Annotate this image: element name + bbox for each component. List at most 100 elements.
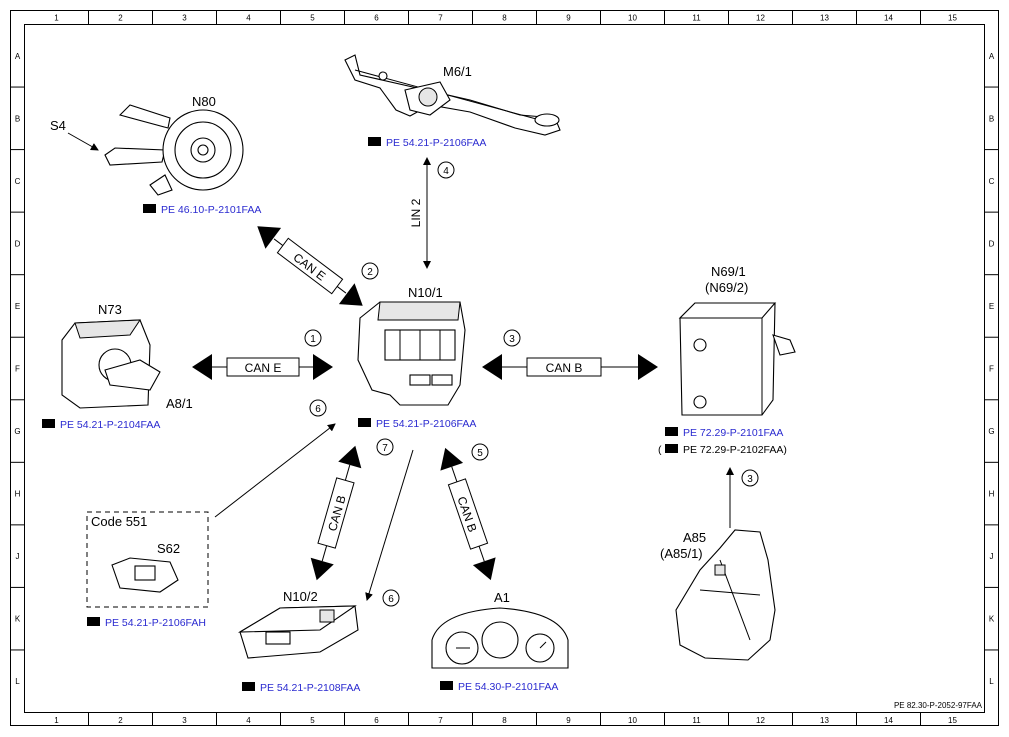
grid-row-label: E bbox=[989, 302, 994, 311]
a85-module[interactable]: A85 (A85/1) bbox=[660, 529, 776, 661]
grid-column-label: 6 bbox=[374, 14, 379, 23]
reference-hand-icon bbox=[665, 427, 678, 436]
grid-column-label: 14 bbox=[884, 14, 893, 23]
connection-6: 6 bbox=[214, 399, 336, 518]
grid-row-label: L bbox=[989, 677, 994, 686]
grid-column-label: 12 bbox=[756, 14, 765, 23]
n73-ref-link[interactable]: PE 54.21-P-2104FAA bbox=[42, 419, 160, 431]
grid-column-label: 5 bbox=[310, 716, 315, 725]
connection-1-can-e: CAN E 1 bbox=[192, 329, 333, 380]
n80-label: N80 bbox=[192, 94, 216, 109]
n69-2-ref-link[interactable]: ( PE 72.29-P-2102FAA) bbox=[658, 444, 787, 456]
n69-2-label: (N69/2) bbox=[705, 280, 748, 295]
grid-column-label: 11 bbox=[692, 14, 701, 23]
n80-steering-column-module[interactable]: N80 S4 PE 46.10-P-2101FAA bbox=[50, 94, 261, 216]
grid-column-label: 9 bbox=[566, 716, 571, 725]
a85-1-label: (A85/1) bbox=[660, 546, 703, 561]
grid-column-label: 5 bbox=[310, 14, 315, 23]
connection-number-3: 3 bbox=[509, 334, 515, 345]
reference-hand-icon bbox=[665, 444, 678, 453]
a1-instrument-cluster[interactable]: A1 PE 54.30-P-2101FAA bbox=[431, 590, 569, 693]
grid-ticks bbox=[10, 10, 999, 726]
grid-row-label: C bbox=[989, 177, 995, 186]
grid-column-label: 6 bbox=[374, 716, 379, 725]
grid-row-label: D bbox=[989, 239, 995, 248]
n69-1-label: N69/1 bbox=[711, 264, 746, 279]
m6-1-wiper-motor[interactable]: M6/1 PE 54.21-P-2106FAA bbox=[344, 54, 561, 149]
grid-labels: 1122334455667788991010111112121313141415… bbox=[14, 14, 994, 726]
n69-2-ref-prefix: ( bbox=[658, 444, 662, 456]
n10-1-ref-link[interactable]: PE 54.21-P-2106FAA bbox=[358, 418, 476, 430]
bus-label-3: CAN B bbox=[546, 361, 583, 375]
n69-1-door-module[interactable]: N69/1 (N69/2) PE 72.29-P-2101FAA ( PE 72… bbox=[658, 264, 796, 456]
n10-1-label: N10/1 bbox=[408, 285, 443, 300]
grid-column-label: 12 bbox=[756, 716, 765, 725]
grid-column-label: 2 bbox=[118, 14, 123, 23]
n73-label: N73 bbox=[98, 302, 122, 317]
connection-number-1: 1 bbox=[310, 334, 316, 345]
s62-switch-group[interactable]: Code 551 S62 PE 54.21-P-2106FAH bbox=[86, 511, 209, 629]
connection-2-can-e: CAN E 2 bbox=[257, 226, 379, 306]
n73-ignition-switch[interactable]: N73 A8/1 PE 54.21-P-2104FAA bbox=[42, 302, 193, 431]
grid-row-label: B bbox=[989, 114, 994, 123]
connection-3b: 3 bbox=[726, 467, 759, 528]
n10-2-ref-link[interactable]: PE 54.21-P-2108FAA bbox=[242, 682, 360, 694]
a1-ref: PE 54.30-P-2101FAA bbox=[458, 681, 558, 693]
grid-row-label: J bbox=[16, 552, 20, 561]
grid-row-label: J bbox=[990, 552, 994, 561]
grid-column-label: 15 bbox=[948, 14, 957, 23]
grid-row-label: D bbox=[15, 239, 21, 248]
grid-column-label: 8 bbox=[502, 716, 507, 725]
m6-1-ref-link[interactable]: PE 54.21-P-2106FAA bbox=[368, 137, 486, 149]
connection-6b: 6 bbox=[365, 449, 414, 607]
grid-column-label: 4 bbox=[246, 14, 251, 23]
connection-number-4: 4 bbox=[443, 166, 449, 177]
n80-ref-link[interactable]: PE 46.10-P-2101FAA bbox=[143, 204, 261, 216]
a1-ref-link[interactable]: PE 54.30-P-2101FAA bbox=[440, 681, 558, 693]
connection-number-6b: 6 bbox=[388, 594, 394, 605]
connection-number-6: 6 bbox=[315, 404, 321, 415]
grid-column-label: 3 bbox=[182, 716, 187, 725]
n73-ref: PE 54.21-P-2104FAA bbox=[60, 419, 160, 431]
m6-1-ref: PE 54.21-P-2106FAA bbox=[386, 137, 486, 149]
s62-ref-link[interactable]: PE 54.21-P-2106FAH bbox=[87, 617, 206, 629]
n10-2-module[interactable]: N10/2 PE 54.21-P-2108FAA bbox=[237, 589, 360, 694]
grid-column-label: 3 bbox=[182, 14, 187, 23]
n10-2-ref: PE 54.21-P-2108FAA bbox=[260, 682, 360, 694]
n69-1-ref-link[interactable]: PE 72.29-P-2101FAA bbox=[665, 427, 783, 439]
grid-column-label: 9 bbox=[566, 14, 571, 23]
connection-5-can-b: CAN B 5 bbox=[440, 443, 496, 581]
grid-row-label: G bbox=[14, 427, 20, 436]
grid-row-label: A bbox=[989, 52, 995, 61]
n10-1-ref: PE 54.21-P-2106FAA bbox=[376, 418, 476, 430]
reference-hand-icon bbox=[42, 419, 55, 428]
grid-row-label: B bbox=[15, 114, 20, 123]
grid-row-label: F bbox=[15, 365, 20, 374]
grid-column-label: 2 bbox=[118, 716, 123, 725]
a8-1-label: A8/1 bbox=[166, 396, 193, 411]
bus-label-1: CAN E bbox=[245, 361, 282, 375]
grid-row-label: K bbox=[989, 615, 995, 624]
a85-label: A85 bbox=[683, 530, 706, 545]
reference-hand-icon bbox=[368, 137, 381, 146]
reference-hand-icon bbox=[358, 418, 371, 427]
grid-row-label: A bbox=[15, 52, 21, 61]
grid-column-label: 1 bbox=[54, 14, 59, 23]
grid-column-label: 10 bbox=[628, 716, 637, 725]
connection-number-5: 5 bbox=[477, 448, 483, 459]
grid-row-label: H bbox=[989, 490, 995, 499]
grid-row-label: E bbox=[15, 302, 20, 311]
connection-number-3b: 3 bbox=[747, 474, 753, 485]
grid-row-label: F bbox=[989, 365, 994, 374]
connection-4-lin-2: LIN 2 4 bbox=[409, 157, 455, 269]
grid-row-label: L bbox=[15, 677, 20, 686]
connection-3-can-b: CAN B 3 bbox=[482, 329, 658, 380]
document-id: PE 82.30-P-2052-97FAA bbox=[894, 701, 983, 710]
bus-label-4: LIN 2 bbox=[409, 198, 423, 227]
n10-1-sam-module[interactable]: N10/1 PE 54.21-P-2106FAA bbox=[357, 285, 476, 430]
connection-number-7: 7 bbox=[382, 443, 388, 454]
grid-column-label: 8 bbox=[502, 14, 507, 23]
grid-column-label: 11 bbox=[692, 716, 701, 725]
